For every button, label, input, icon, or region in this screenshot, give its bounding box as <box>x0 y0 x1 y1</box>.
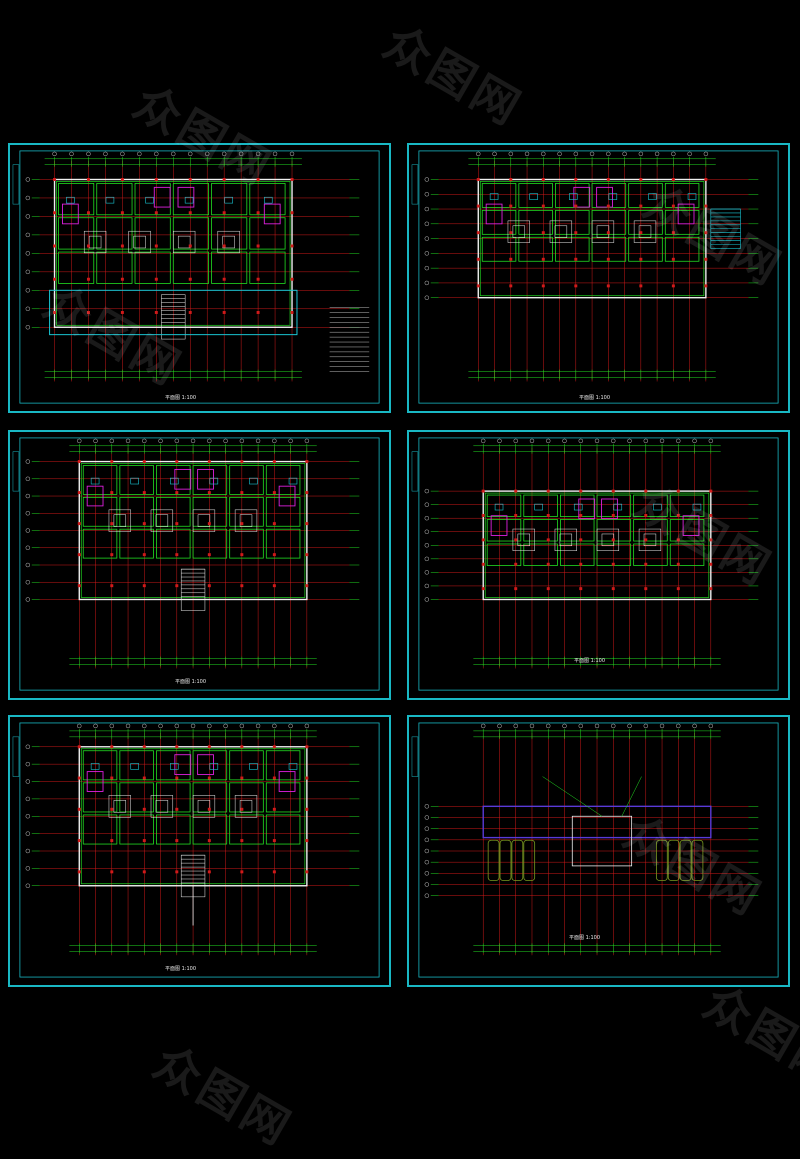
floor-plan-drawing <box>12 722 380 978</box>
drawing-sheet-plan-3: 平面图 1:100 <box>8 430 391 700</box>
drawing-sheet-plan-2: 平面图 1:100 <box>407 143 790 413</box>
sheet-title: 平面图 1:100 <box>579 395 610 401</box>
drawing-sheet-plan-5: 平面图 1:100 <box>8 715 391 987</box>
sheet-title: 平面图 1:100 <box>574 658 605 664</box>
drawing-sheets: 平面图 1:100 平面图 1:100 平面图 1:100 平面图 1:100 平面图 … <box>8 14 800 1156</box>
floor-plan-drawing <box>12 150 380 404</box>
watermark-text: 众图网 <box>375 14 532 137</box>
sheet-title: 平面图 1:100 <box>165 395 196 401</box>
sheet-title: 平面图 1:100 <box>175 679 206 685</box>
drawing-sheet-plan-4: 平面图 1:100 <box>407 430 790 700</box>
drawing-sheet-plan-6: 平面图 1:100 <box>407 715 790 987</box>
floor-plan-drawing <box>12 437 380 691</box>
watermark-text: 众图网 <box>145 1034 302 1157</box>
sheet-title: 平面图 1:100 <box>569 935 600 941</box>
floor-plan-drawing <box>411 437 779 691</box>
floor-plan-drawing <box>411 150 779 404</box>
floor-plan-drawing <box>411 722 779 978</box>
sheet-title: 平面图 1:100 <box>165 966 196 972</box>
drawing-sheet-plan-1: 平面图 1:100 <box>8 143 391 413</box>
